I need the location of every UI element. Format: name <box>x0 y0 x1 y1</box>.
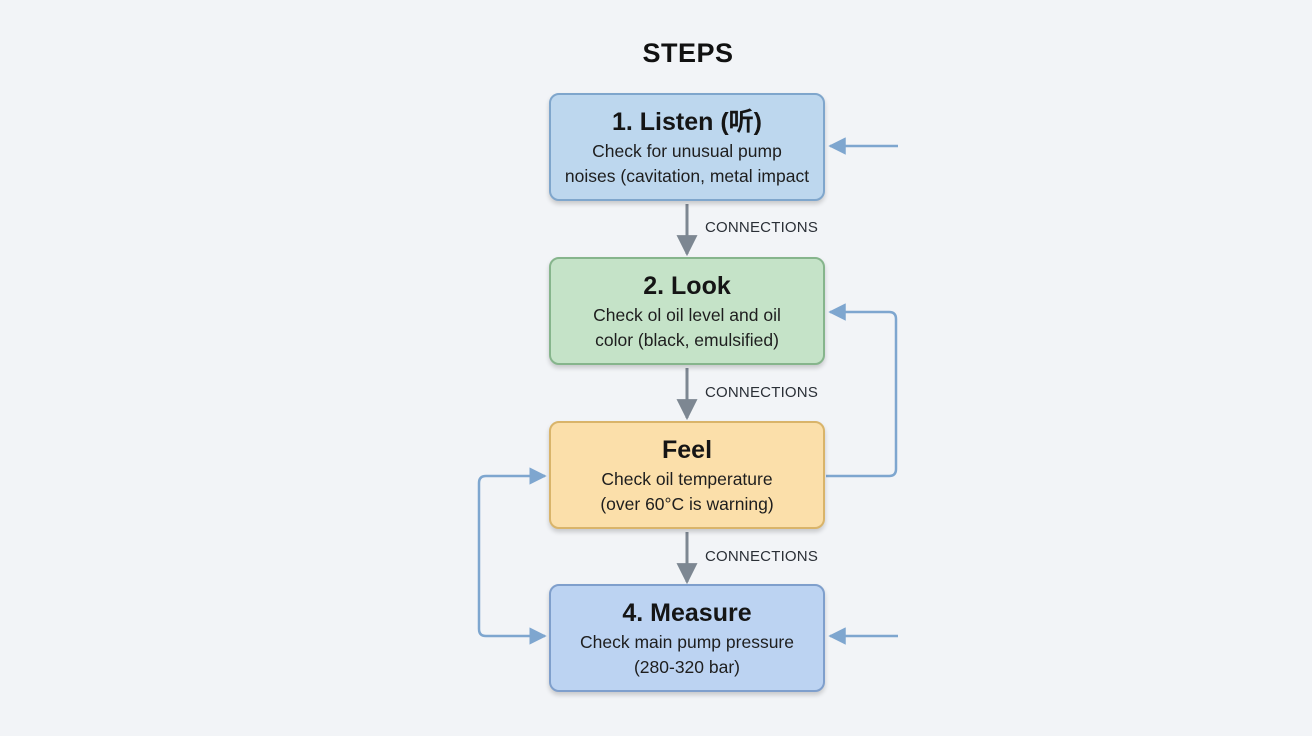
diagram-title: STEPS <box>642 38 734 68</box>
step-description: Check for unusual pump noises (cavitatio… <box>551 139 823 189</box>
connection-label: CONNECTIONS <box>705 219 819 236</box>
step-description-line: noises (cavitation, metal impact <box>564 166 810 186</box>
step-description-line: Check for unusual pump <box>592 141 782 161</box>
step-title: 2. Look <box>643 272 731 300</box>
step-description-line: Check oil temperature <box>601 469 773 489</box>
step-title: Feel <box>661 436 713 464</box>
step-box-feel: Feel Check oil temperature (over 60°C is… <box>549 421 825 529</box>
step-description: Check main pump pressure (280-320 bar) <box>551 630 823 680</box>
step-box-listen: 1. Listen (听) Check for unusual pump noi… <box>549 93 825 201</box>
step-description-line: color (black, emulsified) <box>595 330 779 350</box>
step-description-line: (over 60°C is warning) <box>600 494 774 514</box>
step-description: Check oil temperature (over 60°C is warn… <box>551 467 823 517</box>
step-description-line: (280-320 bar) <box>633 657 741 677</box>
connection-label: CONNECTIONS <box>705 548 819 565</box>
feedback-arrow-feel-to-look <box>826 303 898 478</box>
step-description-line: Check ol oil level and oil <box>593 305 781 325</box>
step-description-line: Check main pump pressure <box>580 632 794 652</box>
loop-arrow-measure-feel <box>477 467 547 645</box>
step-box-measure: 4. Measure Check main pump pressure (280… <box>549 584 825 692</box>
connection-label: CONNECTIONS <box>705 384 819 401</box>
step-box-look: 2. Look Check ol oil level and oil color… <box>549 257 825 365</box>
step-title: 4. Measure <box>622 599 752 627</box>
step-title: 1. Listen (听) <box>611 108 762 136</box>
step-description: Check ol oil level and oil color (black,… <box>551 303 823 353</box>
